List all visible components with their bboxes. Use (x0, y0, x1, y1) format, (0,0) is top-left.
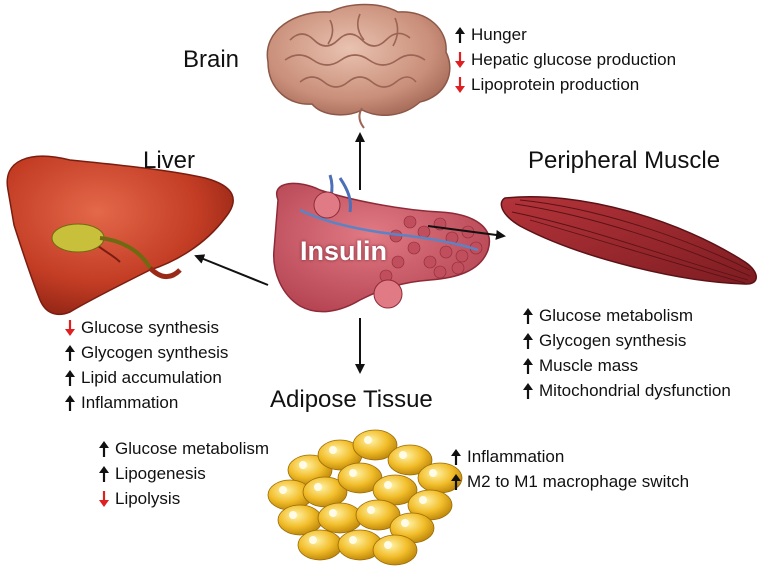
effect-text: Inflammation (467, 447, 565, 466)
muscle-illustration (500, 195, 757, 285)
effect-text: M2 to M1 macrophage switch (467, 472, 690, 491)
effect-item: Hunger (454, 22, 676, 47)
arrow-up-icon (454, 26, 466, 44)
arrow-up-icon (522, 357, 534, 375)
effect-item: Mitochondrial dysfunction (522, 378, 731, 403)
arrow-up-icon (522, 382, 534, 400)
adipose-illustration (267, 429, 463, 566)
effect-item: Lipid accumulation (64, 365, 228, 390)
effect-text: Glucose synthesis (81, 318, 219, 337)
arrow-up-icon (64, 394, 76, 412)
arrow-to-liver (194, 254, 269, 286)
arrow-up-icon (450, 448, 462, 466)
brain-illustration (266, 3, 451, 129)
effect-text: Lipoprotein production (471, 75, 640, 94)
effect-item: M2 to M1 macrophage switch (450, 469, 689, 494)
muscle-title: Peripheral Muscle (528, 147, 721, 174)
effect-item: Inflammation (450, 444, 689, 469)
arrow-down-icon (98, 490, 110, 508)
effect-text: Glycogen synthesis (81, 343, 229, 362)
effect-item: Glucose metabolism (522, 303, 731, 328)
pancreas-illustration (273, 174, 491, 313)
effect-text: Muscle mass (539, 356, 639, 375)
arrow-up-icon (64, 344, 76, 362)
effect-text: Glucose metabolism (115, 439, 270, 458)
arrow-to-muscle (427, 225, 506, 240)
effect-item: Hepatic glucose production (454, 47, 676, 72)
arrow-up-icon (522, 307, 534, 325)
arrow-down-icon (454, 76, 466, 94)
adipose-title: Adipose Tissue (270, 386, 433, 413)
arrow-up-icon (98, 465, 110, 483)
arrow-down-icon (64, 319, 76, 337)
effect-text: Glycogen synthesis (539, 331, 687, 350)
insulin-label: Insulin (300, 236, 387, 266)
effect-text: Hunger (471, 25, 527, 44)
adipose-effects-right: Inflammation M2 to M1 macrophage switch (450, 444, 689, 494)
effect-item: Glycogen synthesis (64, 340, 228, 365)
liver-title: Liver (143, 147, 196, 174)
effect-item: Lipogenesis (98, 461, 269, 486)
effect-text: Hepatic glucose production (471, 50, 677, 69)
effect-item: Lipolysis (98, 486, 269, 511)
effect-text: Mitochondrial dysfunction (539, 381, 731, 400)
effect-text: Inflammation (81, 393, 179, 412)
effect-item: Lipoprotein production (454, 72, 676, 97)
liver-illustration (6, 155, 234, 316)
arrow-up-icon (522, 332, 534, 350)
effect-text: Glucose metabolism (539, 306, 694, 325)
arrow-down-icon (454, 51, 466, 69)
effect-text: Lipid accumulation (81, 368, 222, 387)
effect-item: Glucose synthesis (64, 315, 228, 340)
brain-title: Brain (183, 46, 240, 73)
effect-text: Lipogenesis (115, 464, 206, 483)
effect-item: Glycogen synthesis (522, 328, 731, 353)
arrow-up-icon (64, 369, 76, 387)
effect-item: Glucose metabolism (98, 436, 269, 461)
arrow-up-icon (450, 473, 462, 491)
effect-item: Inflammation (64, 390, 228, 415)
effect-text: Lipolysis (115, 489, 181, 508)
effect-item: Muscle mass (522, 353, 731, 378)
arrow-up-icon (98, 440, 110, 458)
